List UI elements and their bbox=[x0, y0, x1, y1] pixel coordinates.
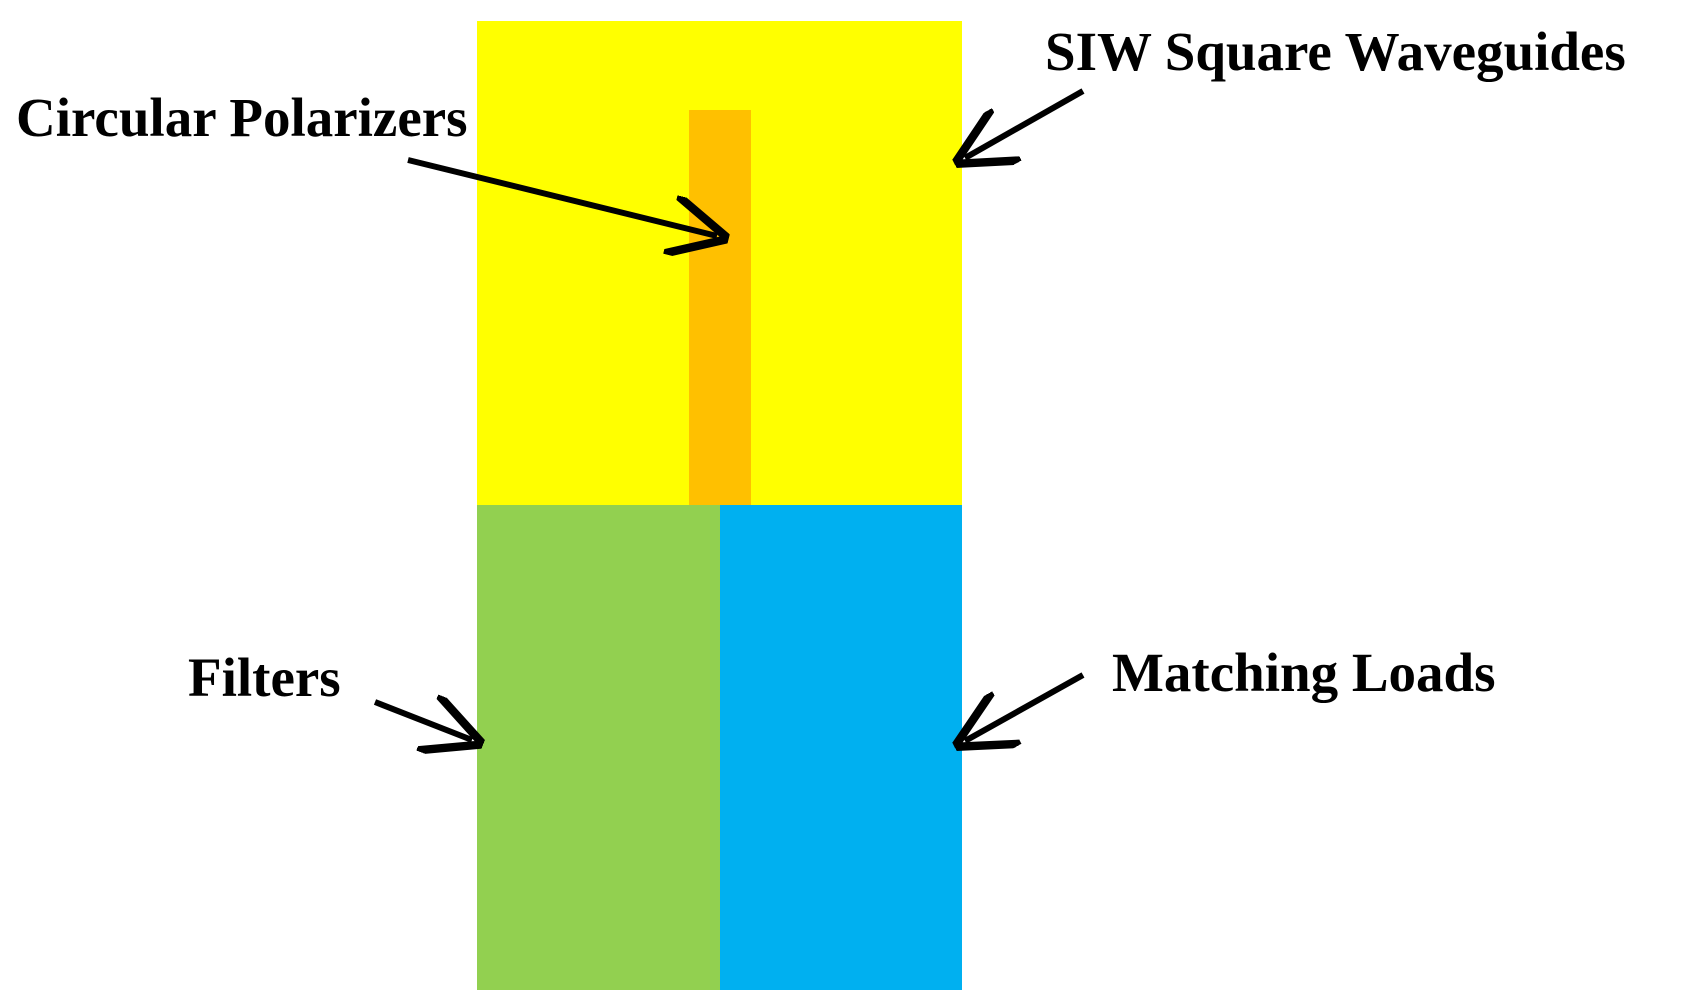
circular-polarizer-arrow bbox=[407, 157, 717, 236]
filter-block bbox=[477, 505, 720, 990]
circular-polarizer-strip bbox=[689, 110, 751, 505]
filters-label: Filters bbox=[188, 647, 341, 708]
matching-loads-label: Matching Loads bbox=[1112, 642, 1496, 703]
siw-square-waveguides-label: SIW Square Waveguides bbox=[1045, 21, 1626, 82]
matching-load-arrow bbox=[965, 672, 1085, 741]
matching-load-block bbox=[720, 505, 962, 990]
circular-polarizers-label: Circular Polarizers bbox=[16, 87, 468, 148]
filter-arrow bbox=[373, 702, 472, 740]
siw-waveguide-arrow bbox=[965, 88, 1085, 158]
